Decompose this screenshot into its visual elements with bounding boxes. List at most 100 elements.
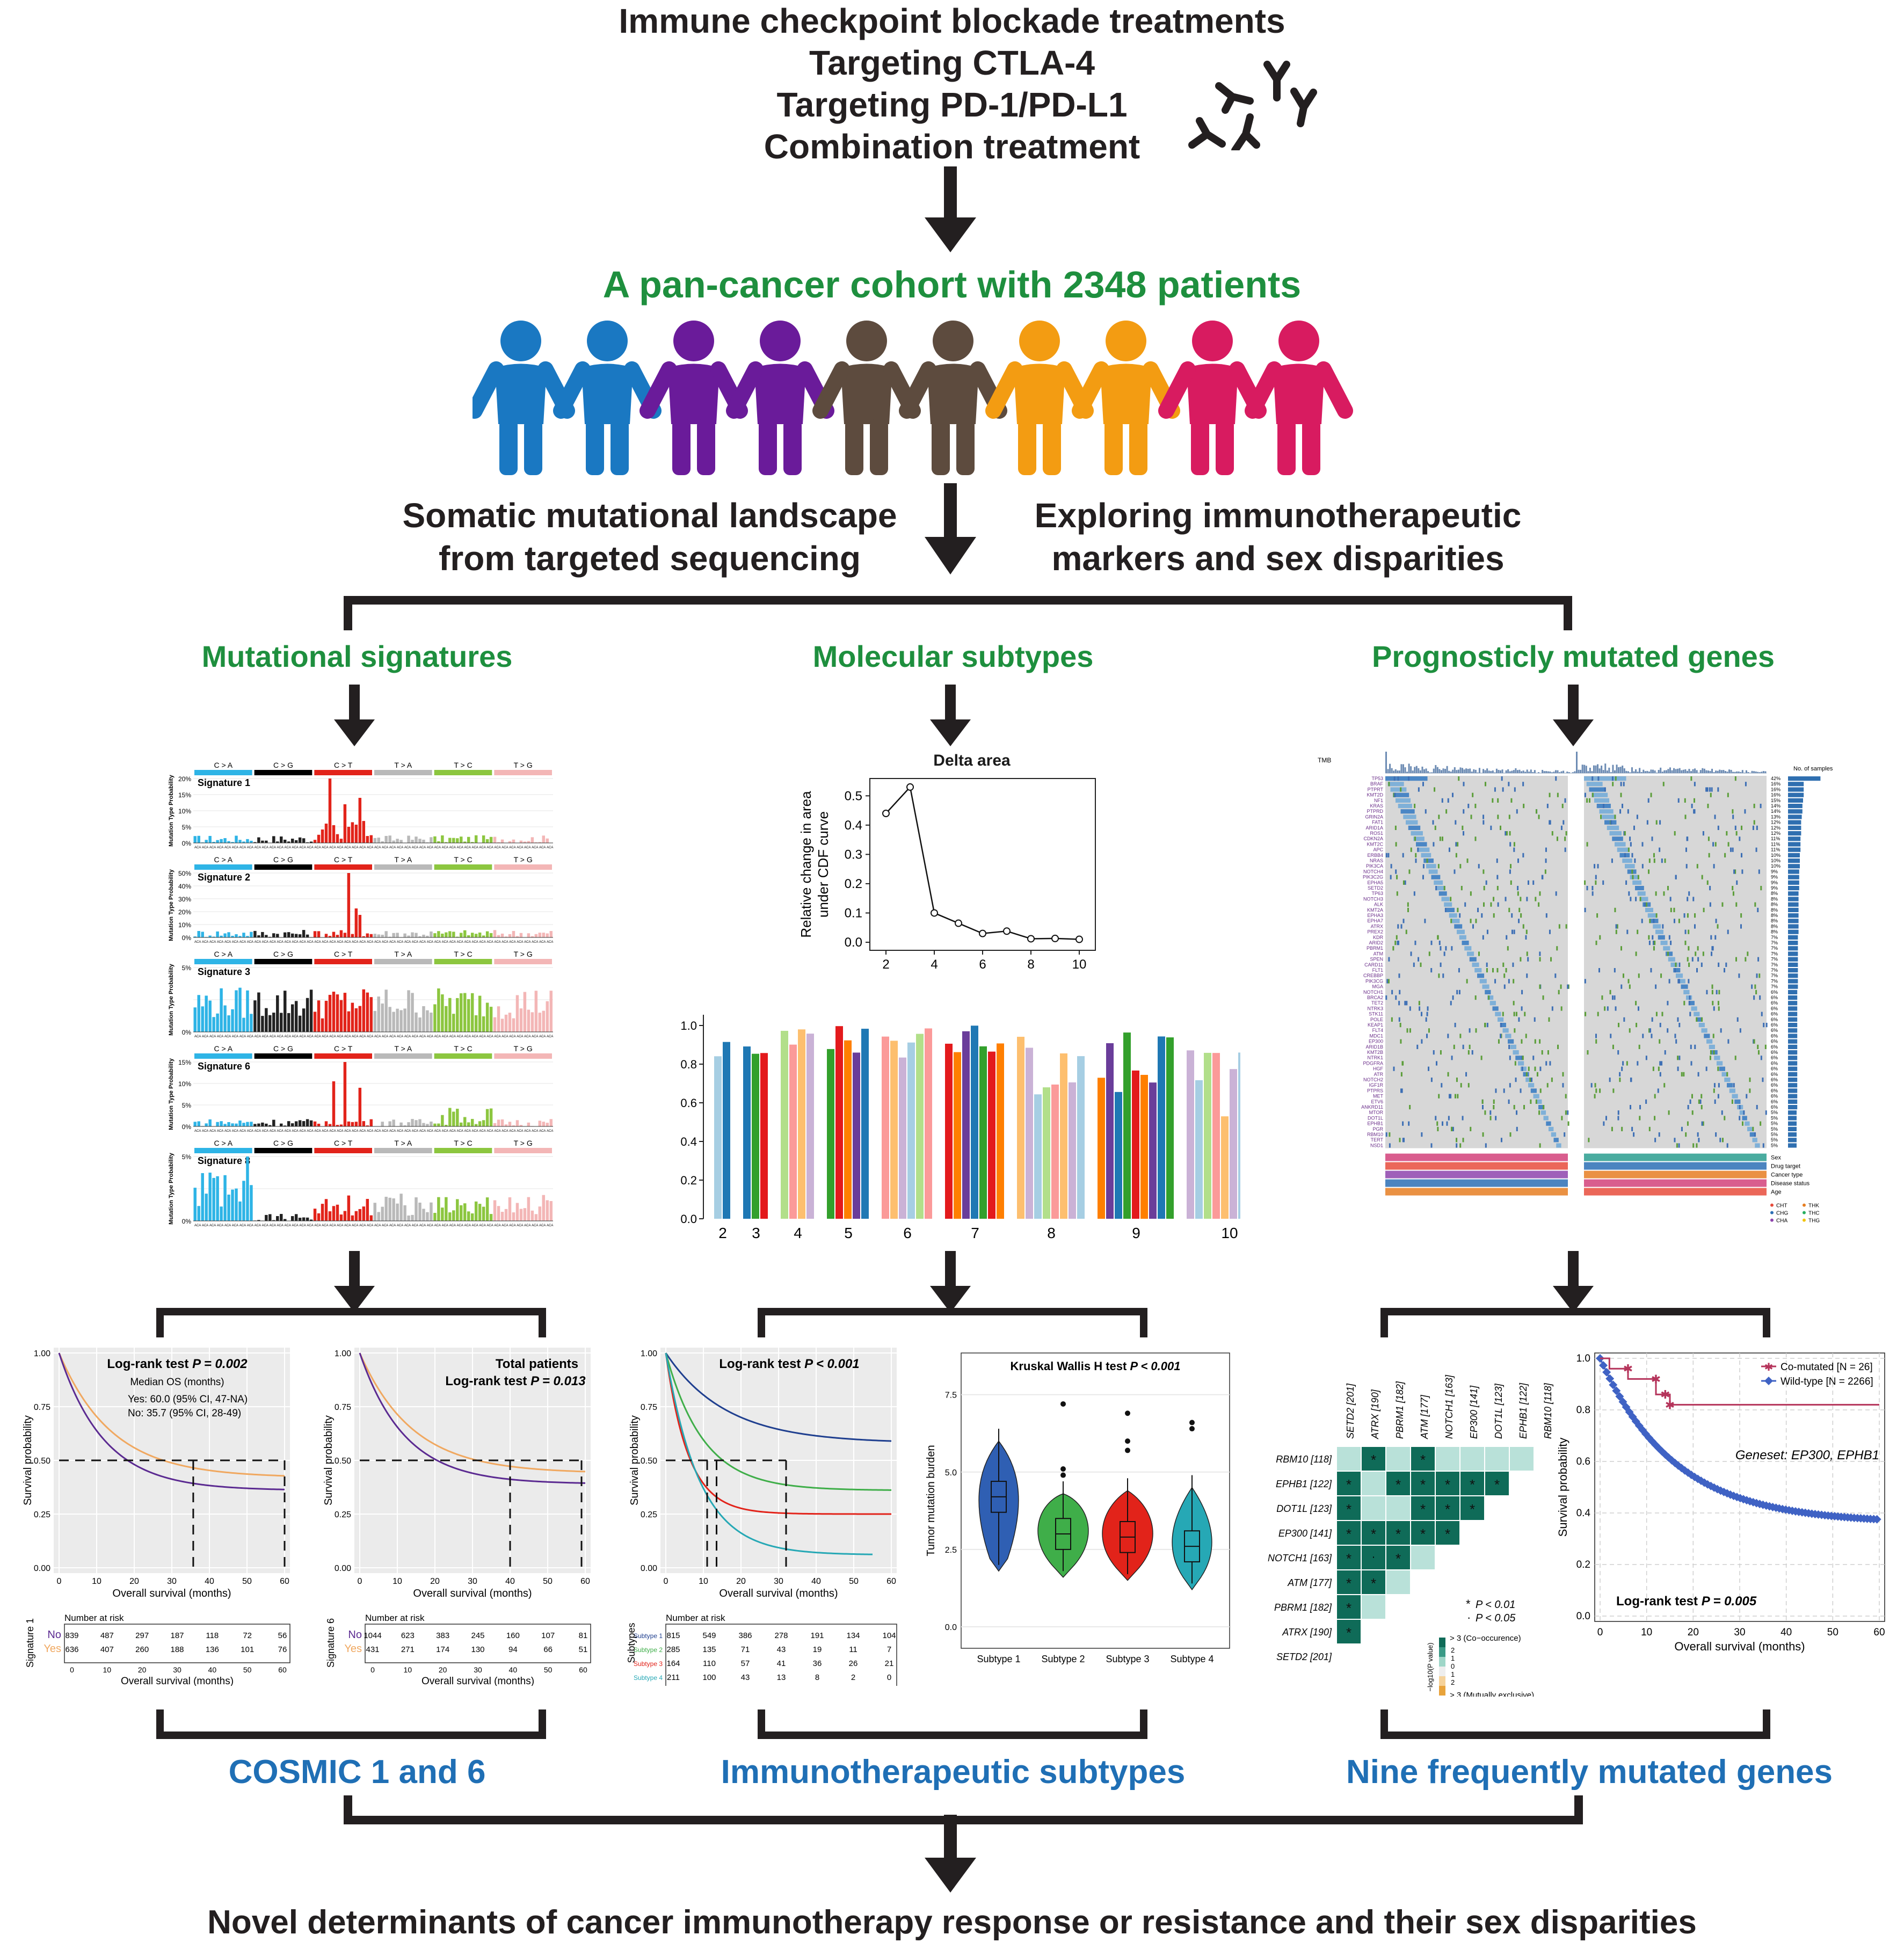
mutation-cell	[1457, 907, 1459, 912]
mutation-cell	[1602, 814, 1615, 819]
signature-bar	[430, 1121, 433, 1126]
mutation-cell	[1462, 1138, 1464, 1143]
context-label: ACA	[442, 1130, 448, 1133]
mutation-cell	[1385, 853, 1387, 857]
context-label: ACA	[427, 846, 433, 849]
signature-bar	[530, 1012, 534, 1032]
tmb-bar	[1393, 770, 1395, 773]
mutation-cell	[1440, 1050, 1442, 1055]
tmb-bar	[1524, 772, 1527, 773]
signature-bar	[238, 840, 242, 843]
gene-label: ROS1	[1370, 831, 1383, 836]
context-label: ACA	[419, 846, 426, 849]
y-tick-label: 0.50	[34, 1457, 50, 1466]
cooccur-cell	[1386, 1546, 1410, 1569]
mutation-cell	[1462, 825, 1464, 830]
signature-bar	[523, 1208, 527, 1221]
context-label: ACA	[442, 1035, 448, 1038]
x-tick-label: 4	[931, 957, 938, 972]
km-curve-subtype	[665, 1352, 892, 1442]
context-label: ACA	[471, 1224, 478, 1227]
y-tick-label: 0.00	[34, 1564, 50, 1573]
context-label: ACA	[389, 941, 396, 944]
mutation-cell	[1525, 1072, 1528, 1076]
tmb-bar	[1410, 766, 1412, 773]
x-tick-label: 10	[92, 1577, 101, 1586]
mutation-cell	[1653, 924, 1661, 929]
signature-bar	[354, 908, 358, 937]
signature-bar	[347, 1121, 351, 1126]
legend-wt: Wild-type [N = 2266]	[1781, 1376, 1873, 1387]
signature-bar	[246, 990, 249, 1032]
risk-count: 56	[278, 1631, 287, 1640]
x-tick-label: 0	[358, 1577, 362, 1586]
mutation-cell	[1546, 1083, 1549, 1088]
category-bar	[194, 864, 252, 870]
gene-label: APC	[1373, 847, 1383, 853]
mutation-cell	[1617, 1116, 1619, 1121]
mutation-cell	[1567, 1110, 1569, 1115]
context-label: ACA	[194, 1035, 201, 1038]
context-label: ACA	[359, 1130, 366, 1133]
mutation-cell	[1615, 842, 1626, 847]
mutation-cell	[1615, 924, 1617, 929]
y-tick: 20%	[178, 908, 191, 916]
signature-name: Signature 6	[198, 1061, 250, 1072]
mutation-cell	[1694, 1044, 1696, 1049]
signature-bar	[369, 835, 373, 843]
gene-percent: 10%	[1771, 863, 1781, 869]
person-body	[668, 363, 720, 424]
signature-bar	[197, 1121, 200, 1126]
signature-bar	[223, 933, 227, 937]
mutation-cell	[1560, 1006, 1563, 1011]
gene-percent: 7%	[1771, 973, 1778, 978]
mutation-cell	[1485, 880, 1487, 885]
context-label: ACA	[262, 1130, 268, 1133]
mutation-cell	[1427, 1006, 1429, 1011]
signature-bar	[261, 1122, 264, 1126]
tmb-bar	[1703, 768, 1705, 773]
gene-percent: 8%	[1771, 923, 1778, 929]
annotation-track	[1385, 1188, 1568, 1196]
mutation-cell	[1739, 1110, 1745, 1115]
gene-percent: 8%	[1771, 918, 1778, 923]
mutation-cell	[1588, 1138, 1590, 1143]
gene-percent: 14%	[1771, 809, 1781, 814]
tmb-bar	[1610, 772, 1612, 773]
signature-bar	[460, 933, 463, 937]
mutation-cell	[1477, 907, 1479, 912]
gene-label: MTOR	[1369, 1110, 1384, 1115]
mutation-cell	[1760, 886, 1762, 891]
gene-percent: 8%	[1771, 913, 1778, 918]
gene-percent: 9%	[1771, 869, 1778, 874]
context-label: ACA	[382, 1224, 388, 1227]
y-tick: 10%	[178, 807, 191, 815]
signature-bar	[317, 931, 321, 937]
y-tick-label: 0.25	[34, 1510, 50, 1519]
y-axis-label: Survival probability	[1556, 1438, 1569, 1537]
km-curve-wildtype	[1599, 1358, 1877, 1521]
mutation-cell	[1440, 962, 1442, 967]
x-tick-label: 20	[430, 1577, 440, 1586]
context-label: ACA	[202, 941, 208, 944]
signature-bar	[377, 1212, 380, 1221]
significance-star: *	[1494, 1476, 1500, 1493]
mutation-cell	[1513, 1001, 1515, 1006]
tmb-bar	[1454, 767, 1456, 773]
group-label: Subtype 1	[977, 1654, 1020, 1664]
mutation-cell	[1677, 1066, 1679, 1071]
mutation-cell	[1615, 929, 1617, 934]
mutation-cell	[1554, 973, 1557, 978]
mutation-cell	[1533, 1094, 1539, 1098]
person-arm	[985, 361, 1023, 419]
signature-bar	[418, 1119, 422, 1126]
mutation-cell	[1509, 1056, 1511, 1060]
person-head	[1192, 321, 1233, 361]
signature-bar	[508, 1122, 512, 1126]
mutation-cell	[1432, 820, 1434, 825]
y-tick-label: 1.00	[641, 1349, 657, 1358]
mutation-cell	[1758, 869, 1760, 874]
context-label: ACA	[329, 1035, 336, 1038]
mutation-cell	[1648, 869, 1650, 874]
consensus-bar	[1204, 1052, 1211, 1219]
